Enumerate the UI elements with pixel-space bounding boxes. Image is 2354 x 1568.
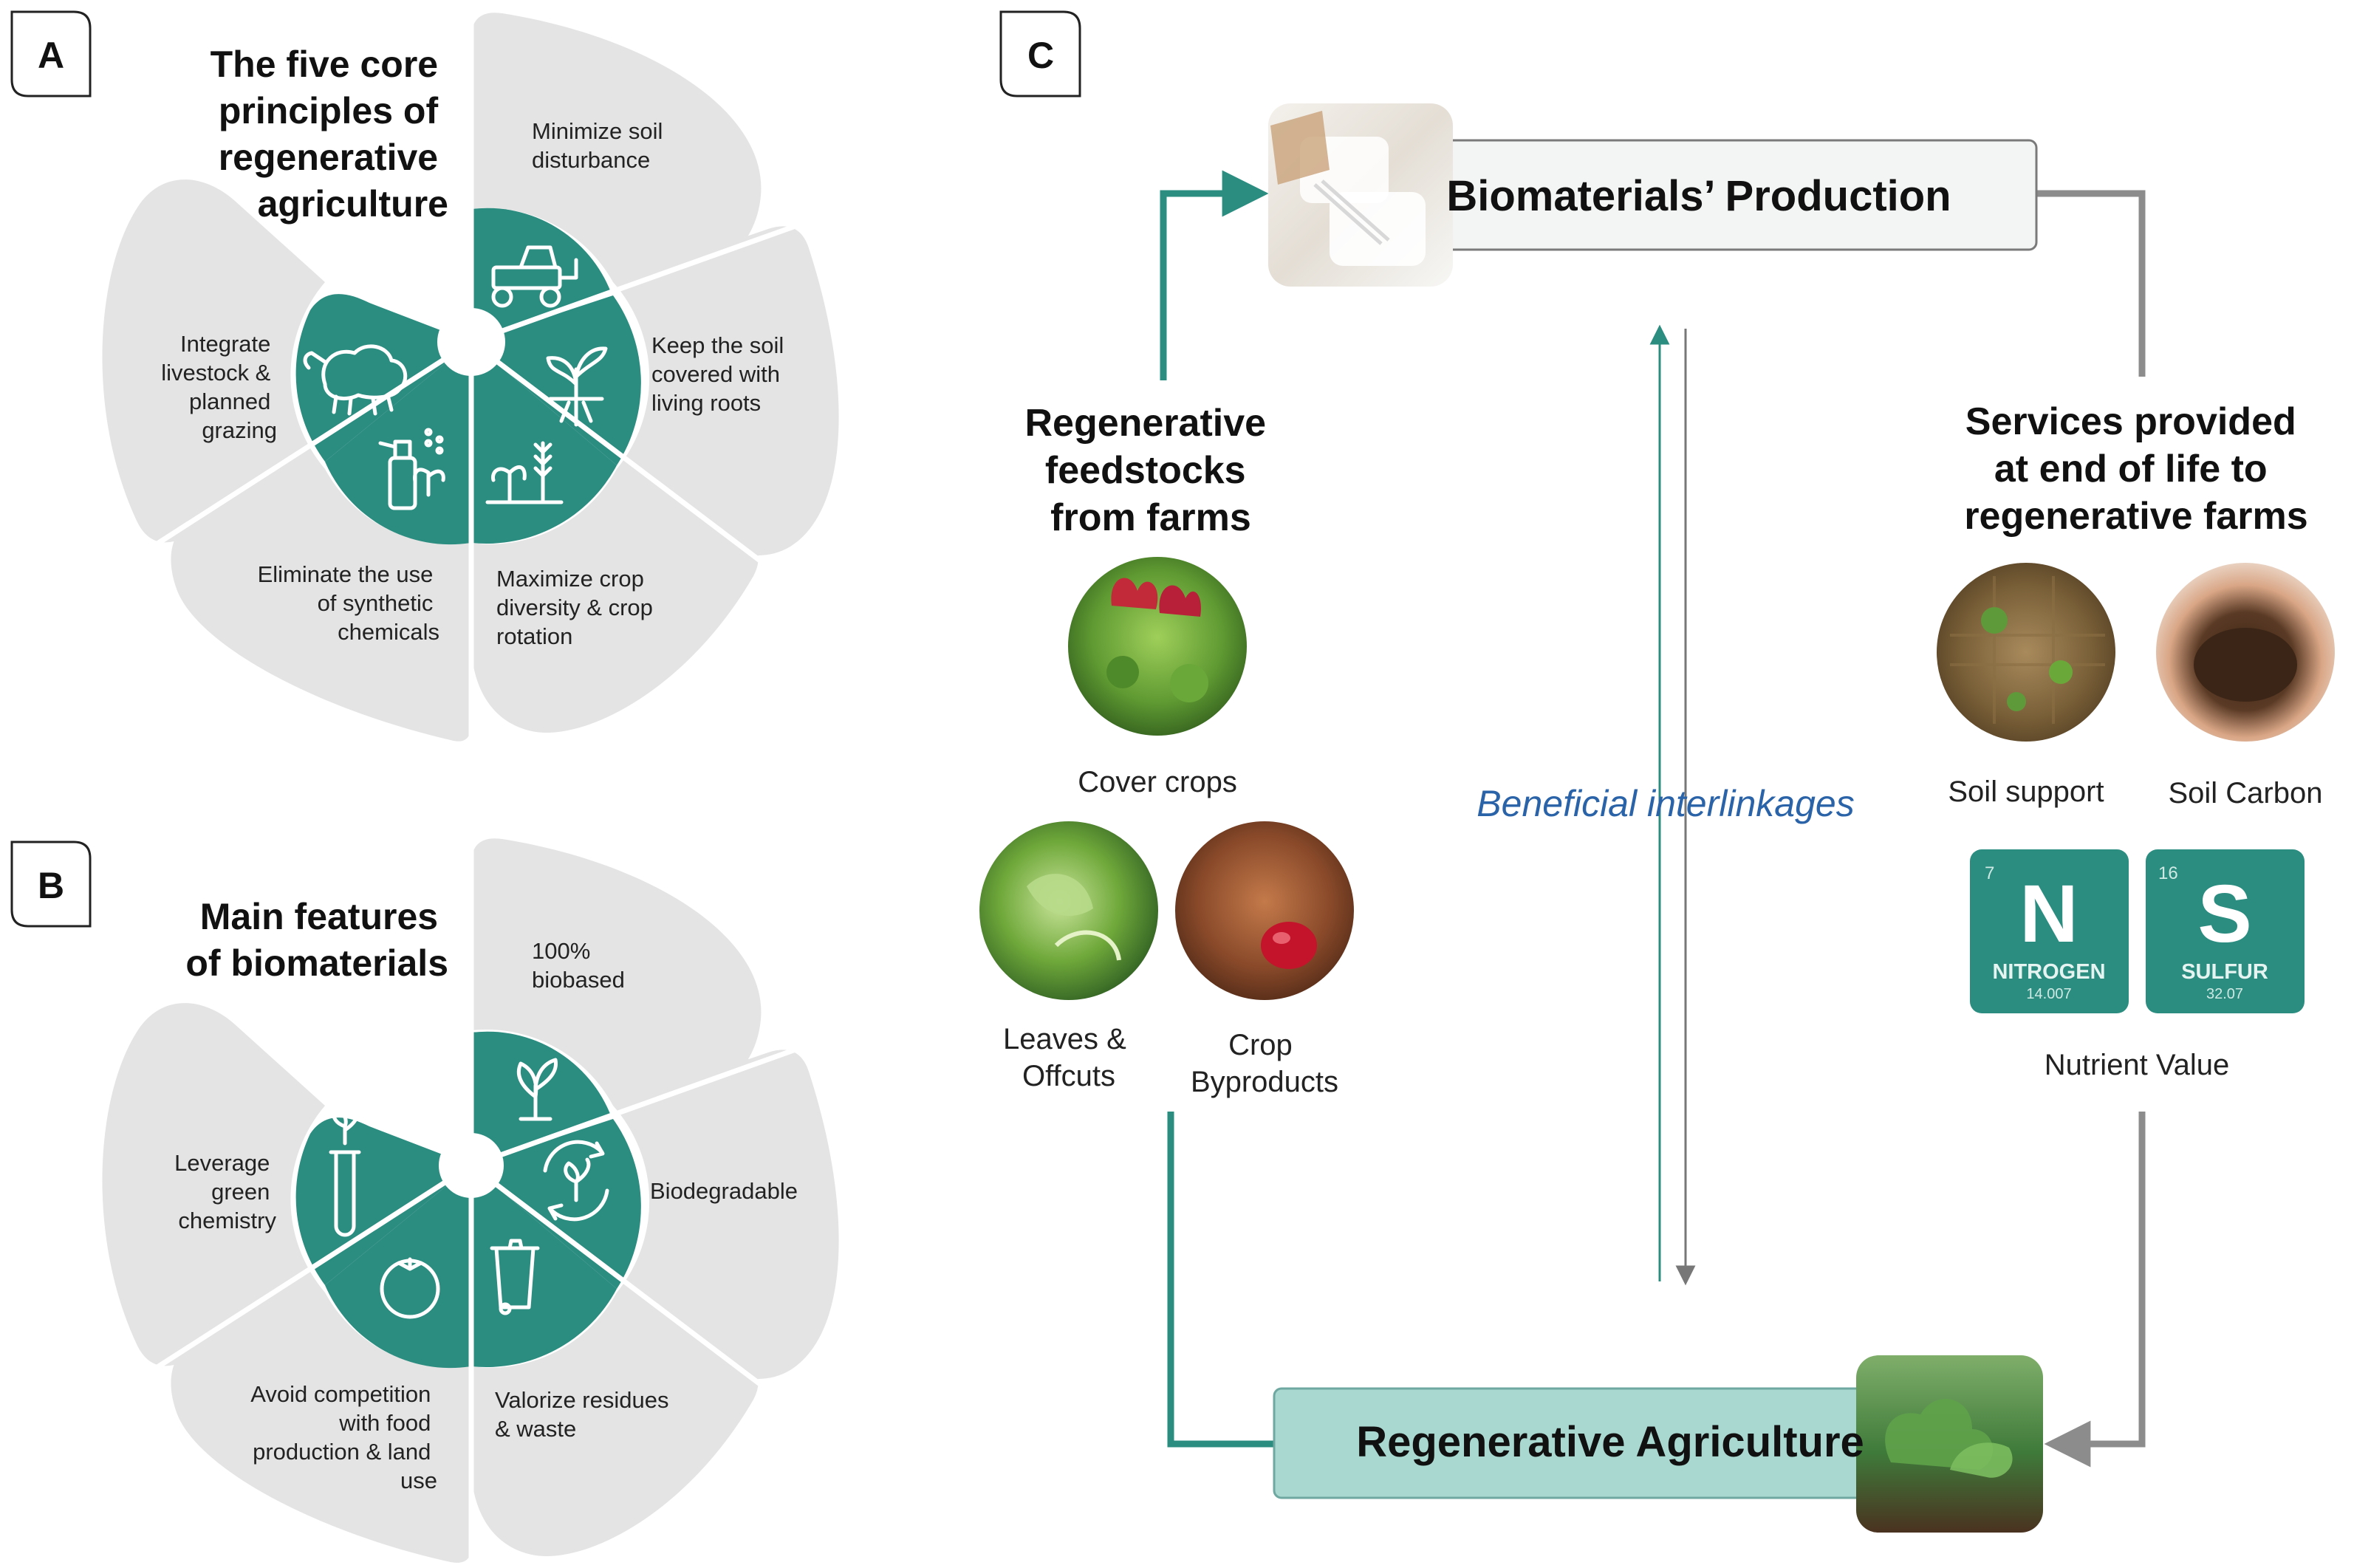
- agriculture-box: Regenerative Agriculture: [1273, 1355, 2043, 1533]
- teal-petal-minimize-soil: [471, 208, 612, 342]
- nitrogen-mass: 14.007: [2026, 986, 2071, 1002]
- panel-a-title-line-3: regenerative: [219, 137, 438, 178]
- leaves-offcuts-image: [976, 818, 1161, 1003]
- panel-a-title: The five core principles of regenerative…: [211, 44, 448, 225]
- sulfur-mass: 32.07: [2206, 986, 2243, 1002]
- teal-petal-biodegradable: [471, 1119, 641, 1289]
- label-minimize-soil: Minimize soil disturbance: [532, 118, 669, 173]
- panel-b-center: [439, 1133, 504, 1198]
- field-image: [1856, 1355, 2043, 1533]
- teal-petal-avoid: [325, 1165, 471, 1369]
- interlinkages-label: Beneficial interlinkages: [1477, 783, 1854, 824]
- production-label: Biomaterials’ Production: [1446, 172, 1951, 220]
- panel-b-separators: [154, 846, 799, 1566]
- arrow-production-to-services: [2035, 190, 2146, 377]
- soil-support-label: Soil support: [1948, 776, 2104, 808]
- tractor-icon: [491, 245, 578, 308]
- arrow-services-to-agriculture: [2044, 1112, 2146, 1468]
- plant-icon: [516, 1058, 558, 1121]
- petal-avoid-competition: [171, 1293, 472, 1563]
- tomato-icon: [380, 1257, 440, 1319]
- panel-b: B Main features of biomaterials: [10, 838, 839, 1566]
- soil-support-image: [1934, 560, 2118, 744]
- services-title: Services provided at end of life to rege…: [1964, 400, 2307, 538]
- bin-icon: [490, 1239, 540, 1315]
- cover-crops-label: Cover crops: [1078, 766, 1237, 798]
- teal-petal-valorize: [471, 1165, 617, 1368]
- teal-petal-green-chem: [295, 1117, 471, 1285]
- label-green-chemistry: Leverage green chemistry: [174, 1150, 276, 1233]
- label-eliminate-chemicals: Eliminate the use of synthetic chemicals: [258, 561, 439, 645]
- spray-bottle-icon: [378, 428, 445, 510]
- panel-c: C Biomaterials’ Production: [976, 10, 2338, 1533]
- teal-petal-keep-soil: [471, 295, 641, 465]
- arrow-feedstocks-to-production: [1160, 170, 1269, 380]
- nitrogen-name: NITROGEN: [1992, 960, 2105, 984]
- panel-a-letter: A: [38, 35, 64, 76]
- sprout-roots-icon: [546, 346, 608, 427]
- label-valorize: Valorize residues & waste: [495, 1387, 675, 1442]
- petal-biodegradable: [613, 1050, 839, 1379]
- label-avoid-competition: Avoid competition with food production &…: [250, 1381, 437, 1493]
- panel-b-letter: B: [38, 865, 64, 906]
- sulfur-name: SULFUR: [2181, 960, 2268, 984]
- label-biodegradable: Biodegradable: [650, 1178, 798, 1204]
- crop-byproducts-label: Crop Byproducts: [1191, 1029, 1338, 1098]
- panel-b-letter-tab: B: [10, 841, 92, 928]
- feedstocks-title: Regenerative feedstocks from farms: [1024, 402, 1276, 539]
- panel-a: A The five core principles of regenerati…: [10, 10, 839, 746]
- petal-biobased: [471, 838, 762, 1106]
- panel-a-title-line-2: principles of: [219, 90, 439, 131]
- panel-a-title-line-4: agriculture: [258, 183, 448, 225]
- nitrogen-symbol: N: [2019, 869, 2078, 959]
- svg-text:16: 16: [2158, 863, 2178, 883]
- teal-petal-integrate: [295, 294, 471, 462]
- crops-icon: [485, 441, 564, 504]
- label-integrate-livestock: Integrate livestock & planned grazing: [161, 331, 277, 443]
- label-keep-soil: Keep the soil covered with living roots: [651, 332, 790, 416]
- nutrient-value-label: Nutrient Value: [2045, 1049, 2230, 1081]
- sulfur-symbol: S: [2197, 869, 2251, 959]
- petal-integrate-livestock: [102, 179, 325, 543]
- petal-keep-soil-covered: [613, 226, 839, 555]
- petal-valorize: [471, 1293, 759, 1556]
- sheep-icon: [303, 344, 408, 416]
- panel-a-letter-tab: A: [10, 10, 92, 97]
- recycle-leaf-icon: [543, 1140, 609, 1222]
- petal-minimize-soil: [471, 13, 762, 282]
- soil-carbon-image: [2153, 560, 2338, 744]
- label-biobased: 100% biobased: [532, 938, 625, 993]
- panel-c-letter: C: [1027, 35, 1054, 76]
- petal-green-chemistry: [102, 1003, 325, 1366]
- petal-maximize-crop: [471, 469, 759, 733]
- svg-text:7: 7: [1985, 863, 1994, 883]
- panel-b-title: Main features of biomaterials: [185, 896, 448, 984]
- petal-eliminate-chemicals: [171, 469, 472, 742]
- teal-petal-biobased: [471, 1031, 612, 1165]
- element-tile-sulfur: 16 S SULFUR 32.07: [2146, 849, 2305, 1013]
- test-tube-icon: [329, 1106, 361, 1237]
- panel-c-letter-tab: C: [999, 10, 1081, 97]
- panel-a-separators: [154, 22, 799, 746]
- tray-image: [1268, 103, 1453, 287]
- label-maximize-crop: Maximize crop diversity & crop rotation: [496, 566, 660, 649]
- agriculture-label: Regenerative Agriculture: [1356, 1418, 1864, 1466]
- element-tile-nitrogen: 7 N NITROGEN 14.007: [1970, 849, 2129, 1013]
- crop-byproducts-image: [1172, 818, 1357, 1003]
- arrow-agriculture-to-feedstocks: [1167, 1112, 1274, 1448]
- cover-crops-image: [1065, 554, 1250, 739]
- panel-a-title-line-1: The five core: [211, 44, 438, 85]
- production-box: Biomaterials’ Production: [1268, 103, 2038, 287]
- leaves-offcuts-label: Leaves & Offcuts: [1003, 1023, 1135, 1092]
- soil-carbon-label: Soil Carbon: [2168, 777, 2322, 809]
